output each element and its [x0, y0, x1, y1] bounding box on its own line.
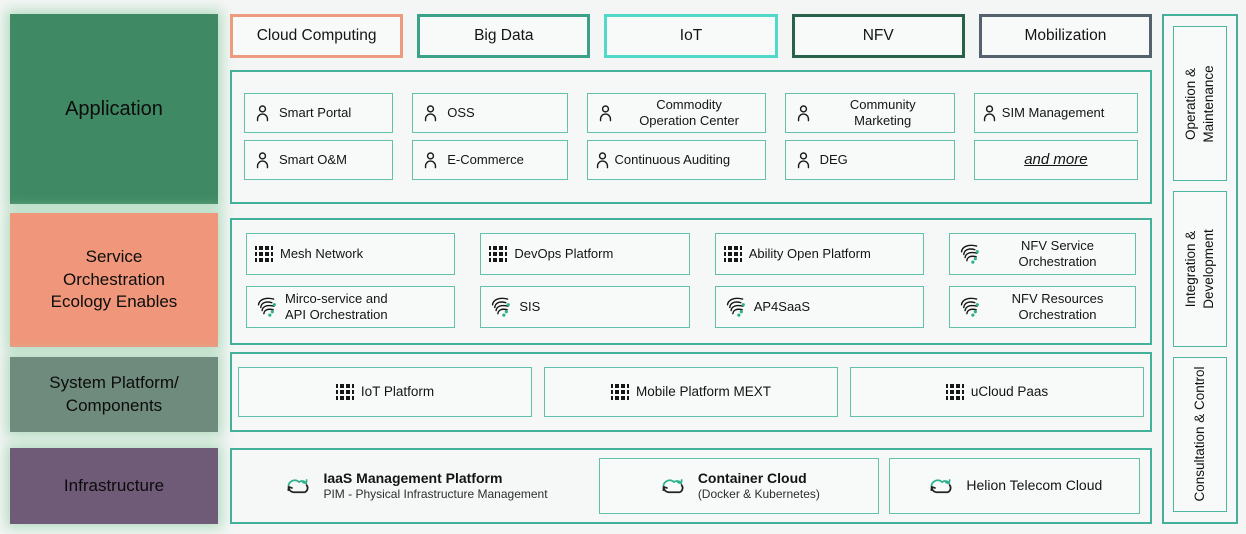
svc-item-label: Mirco-service and API Orchestration [285, 290, 388, 322]
sys-item-label: Mobile Platform MEXT [635, 383, 772, 399]
app-item-oss: OSS [412, 93, 568, 133]
layer-label-infrastructure: Infrastructure [10, 448, 218, 524]
person-icon [593, 151, 612, 170]
tab-big-data: Big Data [417, 14, 591, 58]
service-flow-icon [958, 243, 981, 266]
app-item-smart-portal: Smart Portal [244, 93, 394, 133]
tab-nfv: NFV [791, 14, 965, 58]
svc-item-nfv-resources-orchestration: NFV Resources Orchestration [949, 286, 1136, 328]
service-flow-icon [724, 296, 747, 319]
application-grid: Smart Portal OSS Commodity Operation Cen… [232, 72, 1150, 202]
app-item-label: E-Commerce [447, 151, 524, 167]
person-icon [253, 151, 272, 170]
app-item-label: Continuous Auditing [614, 151, 731, 167]
svc-item-label: NFV Service Orchestration [1018, 237, 1097, 269]
person-icon [794, 151, 813, 170]
app-item-smart-om: Smart O&M [244, 140, 394, 180]
sys-item-label: uCloud Paas [970, 383, 1049, 399]
person-icon [980, 104, 999, 123]
system-platform-panel: IoT Platform Mobile Platform MEXT uCloud… [230, 352, 1152, 432]
svc-item-label: NFV Resources Orchestration [1011, 290, 1104, 322]
infra-item-iaas-management-platform: IaaS Management Platform PIM - Physical … [242, 458, 589, 514]
person-icon [596, 104, 615, 123]
grid-icon [610, 384, 629, 400]
sidebar-item-operation-maintenance: Operation & Maintenance [1173, 26, 1227, 182]
svc-item-sis: SIS [480, 286, 690, 328]
technology-tabs-row: Cloud Computing Big Data IoT NFV Mobiliz… [230, 14, 1153, 58]
sidebar-item-label: Consultation & Control [1191, 366, 1207, 502]
svc-item-microservice-api-orchestration: Mirco-service and API Orchestration [246, 286, 456, 328]
svc-item-label: SIS [519, 298, 541, 314]
app-item-and-more: and more [973, 140, 1138, 180]
svc-item-label: AP4SaaS [753, 298, 811, 314]
service-flow-icon [958, 296, 981, 319]
infra-item-title: IaaS Management Platform [323, 469, 503, 486]
infrastructure-panel: IaaS Management Platform PIM - Physical … [230, 448, 1152, 524]
sidebar-item-consultation-control: Consultation & Control [1173, 356, 1227, 512]
app-item-label: and more [1024, 150, 1088, 168]
tab-mobilization: Mobilization [978, 14, 1153, 58]
infrastructure-row: IaaS Management Platform PIM - Physical … [232, 450, 1150, 522]
tab-iot: IoT [604, 14, 778, 58]
infra-item-title: Helion Telecom Cloud [966, 477, 1103, 494]
grid-icon [489, 246, 508, 262]
lifecycle-sidebar: Operation & Maintenance Integration & De… [1162, 14, 1238, 524]
sidebar-item-label: Integration & Development [1182, 229, 1216, 309]
sync-cloud-icon [926, 475, 955, 498]
svc-item-mesh-network: Mesh Network [246, 233, 456, 275]
app-item-label: Commodity Operation Center [639, 96, 739, 128]
app-item-label: Community Marketing [849, 96, 916, 128]
service-orchestration-panel: Mesh Network DevOps Platform Ability Ope… [230, 218, 1152, 345]
app-item-label: DEG [819, 151, 848, 167]
application-panel: Smart Portal OSS Commodity Operation Cen… [230, 70, 1152, 204]
infra-item-container-cloud: Container Cloud (Docker & Kubernetes) [599, 458, 879, 514]
sidebar-item-integration-development: Integration & Development [1173, 191, 1227, 347]
app-item-label: SIM Management [1001, 104, 1105, 120]
sys-item-mobile-platform-mext: Mobile Platform MEXT [544, 367, 838, 417]
layer-label-system-platform: System Platform/ Components [10, 357, 218, 432]
infra-item-subtitle: PIM - Physical Infrastructure Management [323, 487, 548, 502]
tab-cloud-computing: Cloud Computing [230, 14, 404, 58]
svc-item-label: Ability Open Platform [748, 245, 871, 261]
service-grid: Mesh Network DevOps Platform Ability Ope… [232, 220, 1150, 343]
system-grid: IoT Platform Mobile Platform MEXT uCloud… [232, 354, 1150, 430]
svc-item-ability-open-platform: Ability Open Platform [714, 233, 925, 275]
grid-icon [255, 246, 273, 262]
app-item-sim-management: SIM Management [973, 93, 1138, 133]
app-item-continuous-auditing: Continuous Auditing [586, 140, 766, 180]
app-item-label: Smart Portal [279, 104, 352, 120]
svc-item-ap4saas: AP4SaaS [714, 286, 925, 328]
app-item-label: OSS [447, 104, 475, 120]
app-item-community-marketing: Community Marketing [784, 93, 955, 133]
infra-item-helion-telecom-cloud: Helion Telecom Cloud [888, 458, 1140, 514]
svc-item-devops-platform: DevOps Platform [480, 233, 690, 275]
infra-item-subtitle: (Docker & Kubernetes) [697, 487, 820, 502]
person-icon [794, 104, 813, 123]
app-item-commodity-operation-center: Commodity Operation Center [586, 93, 766, 133]
person-icon [421, 104, 440, 123]
person-icon [253, 104, 272, 123]
sys-item-iot-platform: IoT Platform [238, 367, 532, 417]
app-item-ecommerce: E-Commerce [412, 140, 568, 180]
svc-item-label: Mesh Network [280, 245, 364, 261]
sync-cloud-icon [658, 475, 687, 498]
infra-item-title: Container Cloud [697, 469, 807, 486]
app-item-label: Smart O&M [279, 151, 347, 167]
grid-icon [945, 384, 964, 400]
service-flow-icon [255, 296, 278, 319]
sync-cloud-icon [283, 475, 312, 498]
layer-label-application: Application [10, 14, 218, 204]
svc-item-label: DevOps Platform [514, 245, 614, 261]
person-icon [421, 151, 440, 170]
sidebar-item-label: Operation & Maintenance [1182, 65, 1216, 143]
grid-icon [723, 246, 742, 262]
app-item-deg: DEG [784, 140, 955, 180]
grid-icon [335, 384, 354, 400]
sys-item-ucloud-paas: uCloud Paas [850, 367, 1144, 417]
layer-label-service-orchestration: Service Orchestration Ecology Enables [10, 213, 218, 347]
sys-item-label: IoT Platform [360, 383, 435, 399]
service-flow-icon [489, 296, 512, 319]
svc-item-nfv-service-orchestration: NFV Service Orchestration [949, 233, 1136, 275]
